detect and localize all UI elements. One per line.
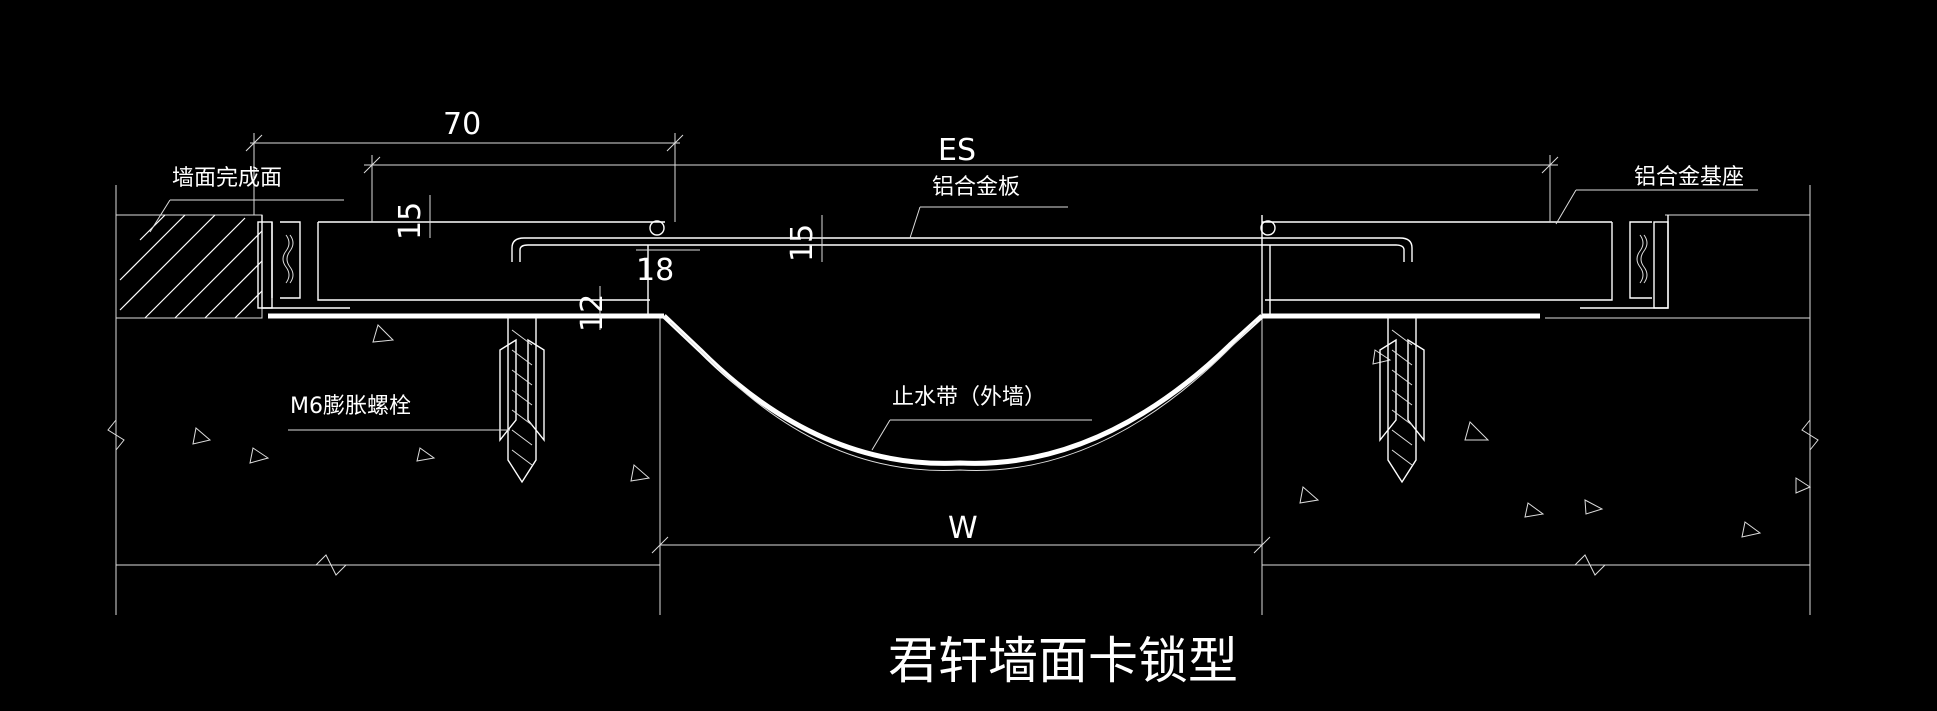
bolt-label: M6膨胀螺栓: [290, 394, 411, 419]
dimension-70-label: 70: [443, 107, 481, 142]
dimension-es: ES: [363, 133, 1559, 222]
dimension-70: 70: [245, 107, 684, 222]
waterstop-belt: [268, 313, 1540, 471]
alloy-base-label: 铝合金基座: [1634, 165, 1744, 190]
dimension-es-label: ES: [938, 133, 976, 168]
dimension-15-left-label: 15: [393, 202, 428, 240]
left-alloy-base: [257, 215, 665, 309]
drawing-title: 君轩墙面卡锁型: [888, 632, 1238, 690]
dimension-15-mid-label: 15: [785, 224, 820, 262]
dimension-w-label: W: [948, 511, 978, 546]
wall-finish-label: 墙面完成面: [172, 166, 282, 191]
dimension-small: 15 15 18 12: [393, 195, 823, 332]
dimension-18-label: 18: [636, 253, 674, 288]
wall-outline: [107, 185, 1819, 615]
right-expansion-bolt: [1379, 318, 1425, 484]
alloy-cover-plate: [511, 237, 1413, 318]
waterstop-label: 止水带（外墙）: [892, 385, 1046, 410]
alloy-plate-label: 铝合金板: [932, 175, 1020, 200]
dimension-w: W: [651, 511, 1271, 554]
leader-lines: [149, 189, 1758, 451]
left-expansion-bolt: [499, 318, 545, 484]
dimension-12-label: 12: [575, 294, 610, 332]
right-alloy-base: [1260, 215, 1669, 318]
wall-finish-hatch: [115, 214, 263, 319]
concrete-aggregate: [192, 324, 1812, 538]
